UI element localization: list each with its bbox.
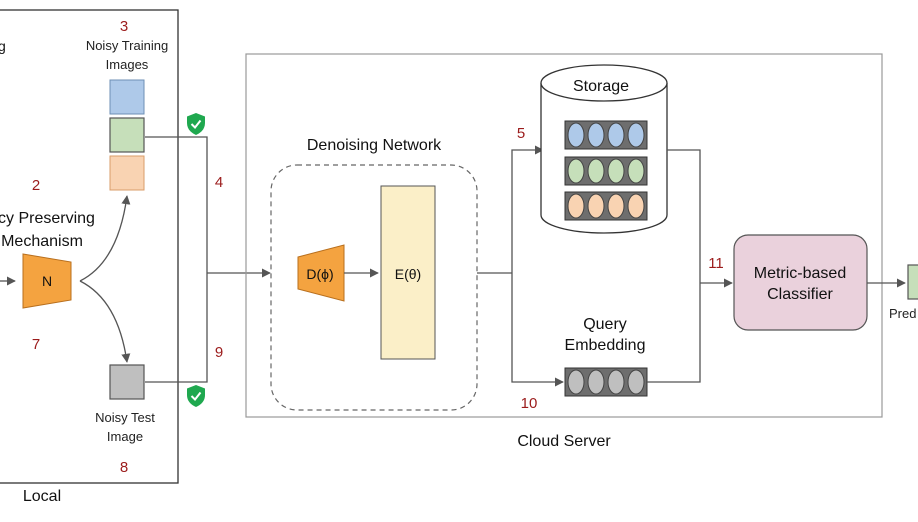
arrow-to-test <box>79 280 131 363</box>
embedding-cell <box>587 193 605 219</box>
classifier-label-2: Classifier <box>767 286 833 303</box>
local-label: Local <box>23 488 61 505</box>
embedding-cell <box>587 158 605 184</box>
storage-label: Storage <box>573 78 629 95</box>
embedding-cell <box>627 369 645 395</box>
embedding-cell <box>587 369 605 395</box>
query-embedding <box>564 367 648 397</box>
privacy-node-label: N <box>42 273 52 289</box>
query-embedding-vector <box>564 367 648 397</box>
training-connector <box>145 136 208 273</box>
denoising-title: Denoising Network <box>307 137 442 154</box>
cut-off-text: g <box>0 38 6 54</box>
embedding-cell <box>587 122 605 148</box>
decoder-node <box>297 244 345 302</box>
cloud-box <box>245 53 883 418</box>
shield-icon <box>187 113 205 135</box>
query-to-classifier <box>647 283 701 383</box>
prediction-label: Pred <box>889 306 916 321</box>
step-5: 5 <box>517 125 525 142</box>
storage-embeddings <box>564 120 648 221</box>
storage-to-classifier <box>667 149 701 283</box>
embedding-cell <box>607 369 625 395</box>
test-image <box>109 364 145 400</box>
embedding-cell <box>627 158 645 184</box>
training-image-green <box>109 117 145 153</box>
storage-embedding-blue <box>564 120 648 150</box>
local-box <box>0 9 179 484</box>
step-2: 2 <box>32 177 40 194</box>
step-7: 7 <box>32 336 40 353</box>
step-3: 3 <box>120 18 128 35</box>
storage-embedding-peach <box>564 191 648 221</box>
embedding-cell <box>567 158 585 184</box>
denoising-network-box <box>270 164 478 411</box>
embedding-cell <box>567 193 585 219</box>
cloud-label: Cloud Server <box>517 433 611 450</box>
embedding-cell <box>607 122 625 148</box>
step-4: 4 <box>215 174 223 191</box>
step-10: 10 <box>521 395 538 412</box>
query-label-1: Query <box>583 316 627 333</box>
embedding-cell <box>627 122 645 148</box>
storage-cylinder-top <box>540 64 668 102</box>
privacy-label-2: Mechanism <box>1 233 83 250</box>
arrow-to-training <box>79 195 131 282</box>
privacy-mechanism-node <box>22 253 72 309</box>
query-label-2: Embedding <box>565 337 646 354</box>
privacy-label-1: acy Preserving <box>0 210 95 227</box>
embedding-cell <box>607 193 625 219</box>
embedding-cell <box>567 122 585 148</box>
step-9: 9 <box>215 344 223 361</box>
noisy-test-label-1: Noisy Test <box>95 410 155 425</box>
encoder-label: E(θ) <box>395 266 421 282</box>
metric-classifier-node <box>733 234 868 331</box>
noisy-test-label-2: Image <box>107 429 143 444</box>
prediction-box <box>907 264 918 300</box>
embedding-cell <box>567 369 585 395</box>
step-11: 11 <box>708 255 724 272</box>
test-connector <box>145 273 208 383</box>
arrow-to-query <box>511 273 564 387</box>
classifier-label-1: Metric-based <box>754 265 846 282</box>
decoder-label: D(ϕ) <box>306 266 333 282</box>
storage-embedding-green <box>564 156 648 186</box>
embedding-cell <box>607 158 625 184</box>
training-image-peach <box>109 155 145 191</box>
noisy-training-label-1: Noisy Training <box>86 38 168 53</box>
noisy-training-label-2: Images <box>106 57 149 72</box>
encoder-node <box>380 185 436 360</box>
training-image-blue <box>109 79 145 115</box>
embedding-cell <box>627 193 645 219</box>
step-8: 8 <box>120 459 128 476</box>
shield-icon <box>187 385 205 407</box>
arrow-to-storage <box>511 145 544 273</box>
